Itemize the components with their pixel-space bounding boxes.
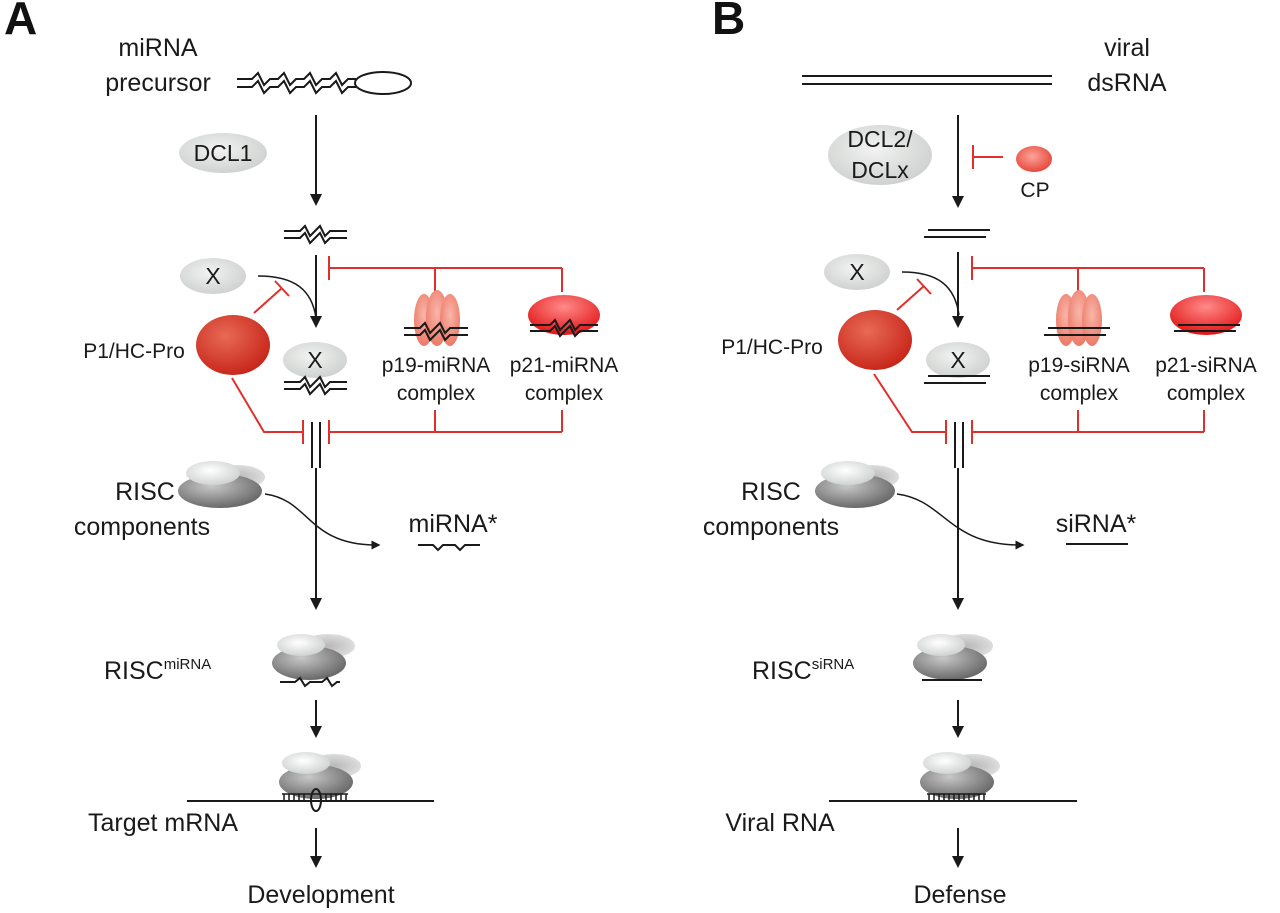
p19-sirna-label-line2: complex bbox=[1040, 382, 1119, 405]
p21-sirna-label-line2: complex bbox=[1167, 382, 1246, 405]
viral-dsrna-strands bbox=[802, 75, 1052, 85]
x-sirna-complex bbox=[926, 342, 990, 378]
x-factor-protein bbox=[180, 258, 246, 294]
p1-hcpro-protein-b bbox=[838, 310, 912, 370]
viral-dsrna-label-line2: dsRNA bbox=[1087, 69, 1167, 97]
risc-mirna-label: RISCmiRNA bbox=[104, 656, 211, 685]
mirna-duplex bbox=[284, 224, 347, 245]
panel-a-letter: A bbox=[4, 0, 37, 44]
x-duplex-complex bbox=[283, 342, 347, 378]
top-inhibition-bracket bbox=[328, 256, 563, 292]
panel-a: A miRNA precursor DCL1 X bbox=[4, 0, 618, 909]
dcl2-dclx-protein bbox=[828, 125, 932, 185]
p1-inhibition-of-x-b bbox=[896, 278, 932, 311]
cp-protein bbox=[1016, 146, 1052, 172]
p1-hcpro-label-b: P1/HC-Pro bbox=[721, 336, 823, 359]
risc-components-label-line2: components bbox=[74, 513, 210, 541]
viral-rna-label: Viral RNA bbox=[725, 809, 835, 837]
panel-b-letter: B bbox=[712, 0, 745, 44]
mirna-precursor-label-line1: miRNA bbox=[118, 34, 197, 62]
p19-mirna-label-line1: p19-miRNA bbox=[382, 354, 491, 377]
p19-mirna-label-line2: complex bbox=[397, 382, 476, 405]
p21-mirna-label-line1: p21-miRNA bbox=[510, 354, 619, 377]
p21-sirna-label-line1: p21-siRNA bbox=[1155, 354, 1257, 377]
mirna-star-label: miRNA* bbox=[409, 510, 498, 538]
dcl2-label-line2: DCLx bbox=[851, 157, 909, 183]
x-factor-curve bbox=[257, 275, 317, 319]
dcl2-label-line1: DCL2/ bbox=[847, 126, 913, 152]
top-inhibition-bracket-b bbox=[971, 256, 1205, 292]
risc-sirna-complex bbox=[913, 634, 993, 681]
cp-inhibition bbox=[972, 145, 1003, 169]
development-label: Development bbox=[247, 881, 394, 909]
sirna-duplex bbox=[924, 229, 990, 238]
risc-on-viral-rna bbox=[829, 752, 1077, 802]
risc-components-icon-b bbox=[815, 461, 899, 508]
p1-hcpro-protein bbox=[196, 315, 270, 375]
x-duplex-label: X bbox=[307, 347, 322, 373]
x-factor-label: X bbox=[205, 263, 220, 289]
mirna-star-release-arrow bbox=[264, 493, 381, 550]
risc-components-label-b-line2: components bbox=[703, 513, 839, 541]
risc-mirna-complex bbox=[272, 634, 355, 688]
sirna-star-label: siRNA* bbox=[1056, 510, 1137, 538]
p19-sirna-complex bbox=[1044, 290, 1110, 346]
dcl1-protein bbox=[179, 133, 267, 173]
p21-mirna-label-line2: complex bbox=[525, 382, 604, 405]
panel-b: B viral dsRNA DCL2/ DCLx CP X bbox=[703, 0, 1257, 909]
dcl1-label: DCL1 bbox=[194, 140, 253, 166]
risc-sirna-label: RISCsiRNA bbox=[752, 656, 854, 685]
p21-mirna-complex bbox=[528, 295, 600, 338]
bottom-inhibition-bracket bbox=[231, 377, 563, 444]
p19-mirna-complex bbox=[404, 290, 468, 346]
risc-components-icon bbox=[178, 461, 265, 508]
p1-inhibition-of-x bbox=[253, 280, 290, 314]
bottom-inhibition-bracket-b bbox=[873, 373, 1205, 444]
risc-components-label-b-line1: RISC bbox=[741, 478, 801, 506]
viral-dsrna-label-line1: viral bbox=[1104, 34, 1150, 62]
sirna-star-release-arrow bbox=[896, 493, 1025, 550]
defense-label: Defense bbox=[913, 881, 1006, 909]
mirna-precursor-label-line2: precursor bbox=[105, 69, 211, 97]
x-sirna-strands bbox=[924, 375, 990, 384]
mirna-star-strand bbox=[418, 544, 480, 552]
risc-components-label-line1: RISC bbox=[115, 478, 175, 506]
p21-sirna-complex bbox=[1170, 295, 1242, 335]
target-mrna-label: Target mRNA bbox=[88, 809, 238, 837]
p1-hcpro-label: P1/HC-Pro bbox=[83, 340, 185, 363]
x-factor-label-b: X bbox=[849, 259, 864, 285]
x-factor-protein-b bbox=[824, 254, 890, 290]
p19-sirna-label-line1: p19-siRNA bbox=[1028, 354, 1130, 377]
mirna-precursor-hairpin bbox=[237, 71, 412, 95]
x-duplex-strands bbox=[284, 375, 347, 396]
x-sirna-label: X bbox=[950, 347, 965, 373]
risc-on-target-mrna bbox=[187, 752, 434, 812]
cp-label: CP bbox=[1020, 179, 1049, 202]
